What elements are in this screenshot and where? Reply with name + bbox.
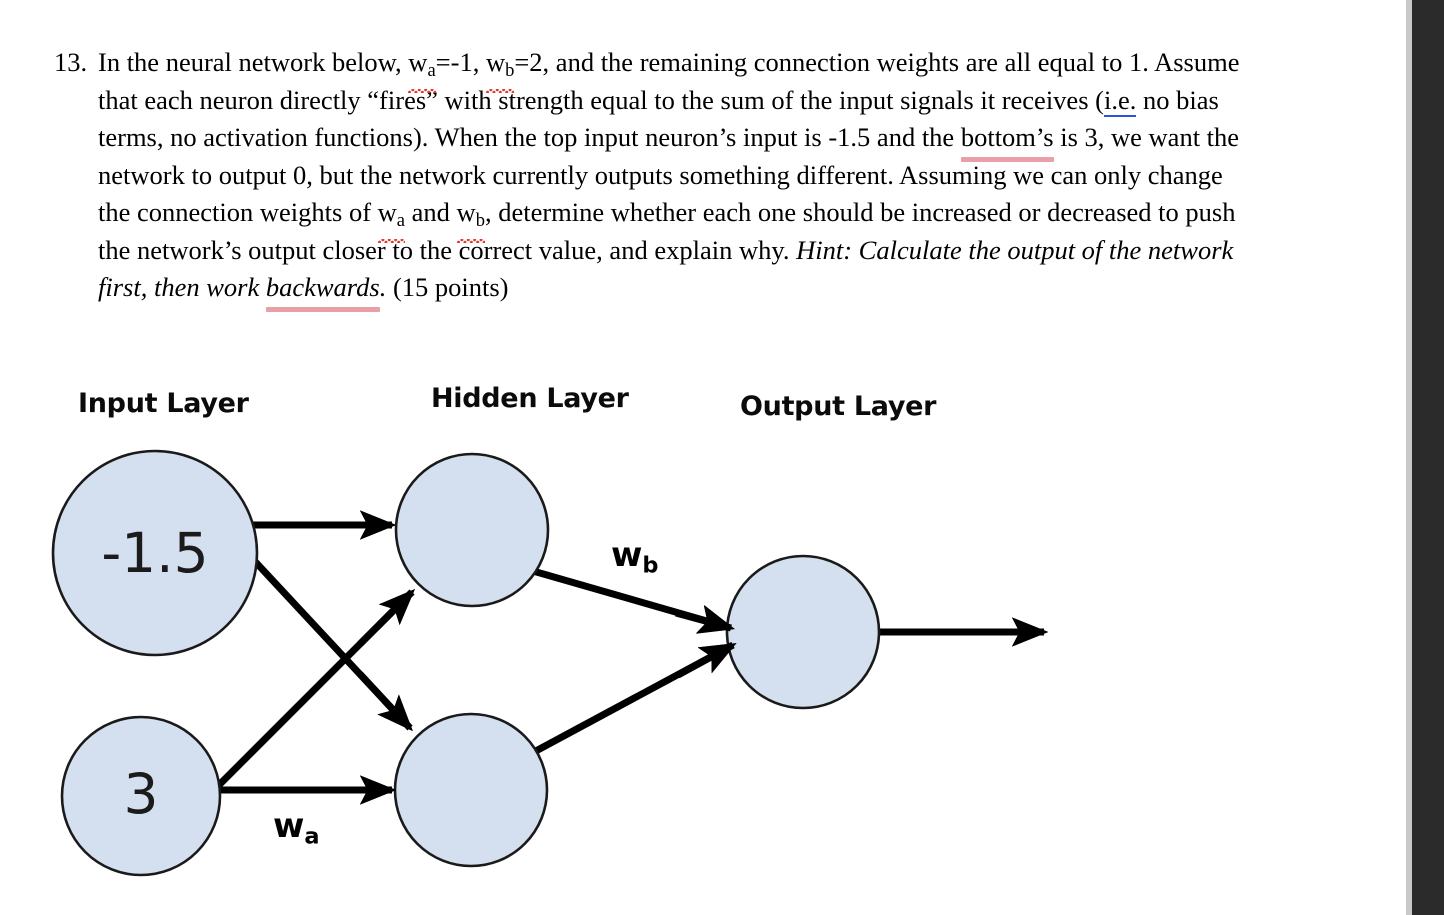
hint-period: . [379, 272, 387, 302]
weight-wb-inline-2: wb [456, 194, 486, 243]
grammar-flag-ie: i.e. [1103, 84, 1137, 117]
question-line-6: the network’s output closer to the corre… [98, 232, 1334, 270]
neuron-output[interactable] [725, 554, 881, 710]
neuron-input-bottom[interactable] [60, 715, 222, 877]
neuron-input-top[interactable] [51, 449, 259, 657]
hidden-layer-label: Hidden Layer [431, 383, 629, 414]
question-line-7: first, then work backwards. (15 points) [98, 269, 1334, 311]
neuron-hidden-top[interactable] [394, 452, 550, 608]
document-page: 13. In the neural network below, wa=-1, … [51, 44, 1334, 877]
points-label: (15 points) [386, 272, 509, 302]
line2-part-b: no bias [1136, 84, 1219, 115]
pink-flag-backwards: backwards [265, 269, 380, 311]
line1-part-b: =-1, [435, 47, 486, 77]
question-line-3: terms, no activation functions). When th… [98, 119, 1334, 161]
line2-part-a: that each neuron directly “fires” with s… [98, 84, 1104, 115]
right-dark-gutter[interactable] [1412, 0, 1444, 915]
weight-label-wb: wb [611, 535, 658, 579]
line3-part-a: terms, no activation functions). When th… [98, 122, 961, 152]
weight-wa-inline-1: wa [408, 44, 437, 93]
wa-base-2: w [377, 197, 397, 227]
neuron-input-top-value: -1.5 [101, 521, 209, 585]
line1-part-a: In the neural network below, [98, 47, 409, 77]
wb-base-2: w [456, 197, 476, 227]
question-body: In the neural network below, wa=-1, wb=2… [98, 44, 1334, 311]
wb-sub-1: b [505, 60, 515, 82]
wb-diagram-base: w [611, 535, 643, 575]
line3-part-b: is 3, we want the [1053, 122, 1240, 152]
hint-text-start: Hint: Calculate the output of the networ… [796, 234, 1234, 265]
wa-base-1: w [408, 47, 428, 77]
line5-part-b: and [405, 197, 457, 227]
edge-tip-input-bottom-hidden-top [357, 589, 415, 647]
pink-flag-bottoms: bottom’s [960, 119, 1054, 161]
line5-part-a: the connection weights of [98, 197, 378, 227]
question-line-2: that each neuron directly “fires” with s… [98, 82, 1334, 120]
wa-diagram-base: w [273, 806, 305, 846]
weight-wa-inline-2: wa [377, 194, 406, 243]
gutter-divider [1406, 0, 1412, 915]
wa-sub-1: a [427, 60, 436, 82]
line4-part-a: network to output 0, but the network cur… [98, 159, 1223, 190]
edge-hidden-bottom-to-output [532, 641, 737, 756]
edge-input-bottom-to-hidden-top [213, 589, 415, 791]
question-line-1: In the neural network below, wa=-1, wb=2… [98, 44, 1334, 93]
weight-wb-inline-1: wb [485, 44, 515, 93]
line1-part-c: =2, and the remaining connection weights… [514, 47, 1240, 77]
question-line-4: network to output 0, but the network cur… [98, 157, 1334, 195]
wa-sub-2: a [396, 210, 406, 232]
connection-arrow-tips [340, 510, 1049, 805]
question-number: 13. [54, 47, 88, 77]
connection-arrows [213, 510, 1049, 805]
edge-tip-hidden-top-output [675, 605, 736, 634]
neuron-hidden-bottom[interactable] [393, 712, 549, 868]
question-block: 13. In the neural network below, wa=-1, … [54, 44, 1334, 311]
line6-part-a: the network’s output closer to the corre… [98, 234, 797, 265]
wb-sub-2: b [475, 210, 485, 232]
edge-hidden-top-to-output-wb [532, 567, 736, 634]
edge-input-top-to-hidden-bottom [219, 523, 413, 732]
wb-base-1: w [485, 47, 506, 77]
line5-part-c: , determine whether each one should be i… [484, 197, 1236, 227]
wb-diagram-sub: b [642, 552, 659, 579]
input-layer-label: Input Layer [78, 388, 249, 419]
question-line-5: the connection weights of wa and wb, det… [98, 194, 1334, 243]
neuron-input-bottom-value: 3 [123, 762, 159, 826]
hint-text-cont: first, then work [98, 272, 266, 302]
edge-tip-hidden-bottom-output [676, 641, 737, 679]
wa-diagram-sub: a [304, 823, 320, 850]
output-layer-label: Output Layer [740, 391, 937, 422]
weight-label-wa: wa [273, 806, 320, 850]
edge-tip-input-top-hidden-bottom [357, 671, 413, 732]
